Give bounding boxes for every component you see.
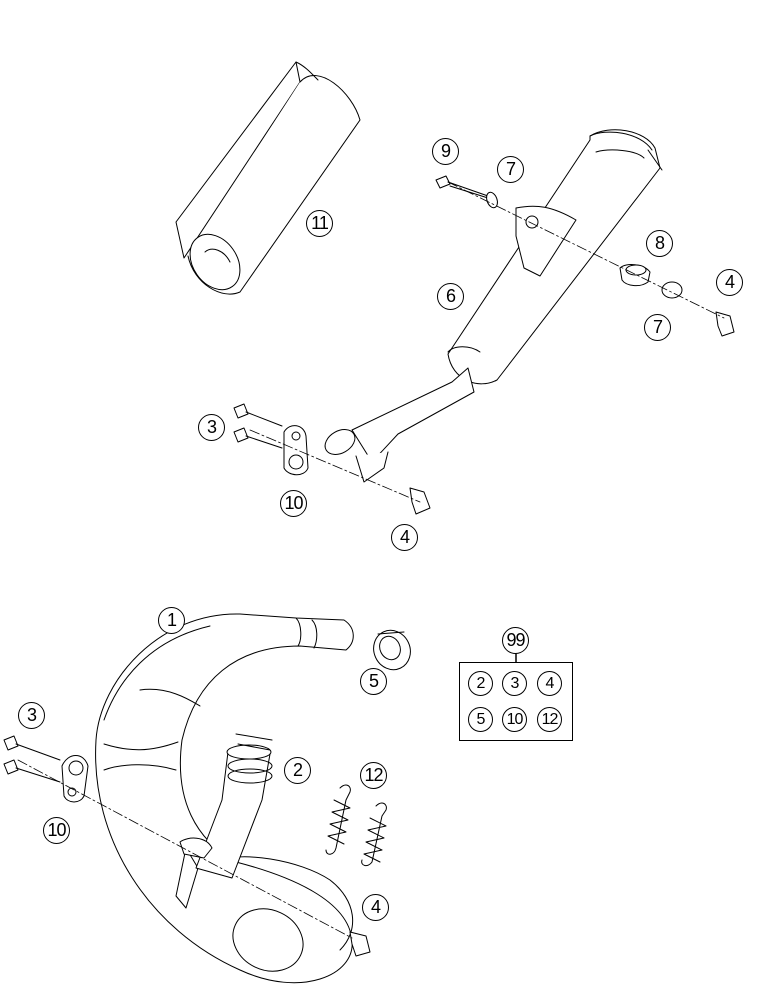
callout-7-upper: 7: [497, 156, 524, 183]
callout-12: 12: [360, 762, 387, 789]
springs: [325, 784, 387, 867]
callout-7-lower: 7: [644, 314, 671, 341]
callout-6: 6: [437, 283, 464, 310]
expansion-chamber: [95, 613, 354, 984]
callout-99: 99: [502, 627, 529, 654]
callout-4-silencer: 4: [716, 269, 743, 296]
callout-3-upper: 3: [198, 414, 225, 441]
kit-item-10: 10: [502, 707, 527, 732]
callout-11: 11: [306, 210, 333, 237]
callout-10-upper: 10: [280, 490, 307, 517]
kit-item-4: 4: [537, 671, 562, 696]
callout-8: 8: [646, 230, 673, 257]
kit-item-12: 12: [537, 707, 562, 732]
kit-item-3: 3: [502, 671, 527, 696]
kit-99-box: 2 3 4 5 10 12: [459, 662, 573, 741]
callout-4-chamber: 4: [362, 894, 389, 921]
callout-3-lower: 3: [18, 702, 45, 729]
lower-fasteners: [3, 735, 371, 957]
kit-item-2: 2: [468, 671, 493, 696]
assembly-lines-upper: [249, 181, 725, 503]
inlet-stub: [179, 733, 273, 879]
callout-9: 9: [432, 138, 459, 165]
callout-1: 1: [158, 607, 185, 634]
kit-item-5: 5: [468, 707, 493, 732]
callout-4-bend: 4: [391, 524, 418, 551]
silencer: [447, 129, 663, 385]
callout-2: 2: [284, 757, 311, 784]
assembly-lines-lower: [17, 759, 353, 939]
silencer-outlet-pipe: [324, 367, 475, 483]
rubber-sleeve: [373, 629, 411, 671]
callout-10-lower: 10: [43, 817, 70, 844]
heat-protection-sleeve: [175, 61, 361, 295]
callout-5: 5: [360, 668, 387, 695]
